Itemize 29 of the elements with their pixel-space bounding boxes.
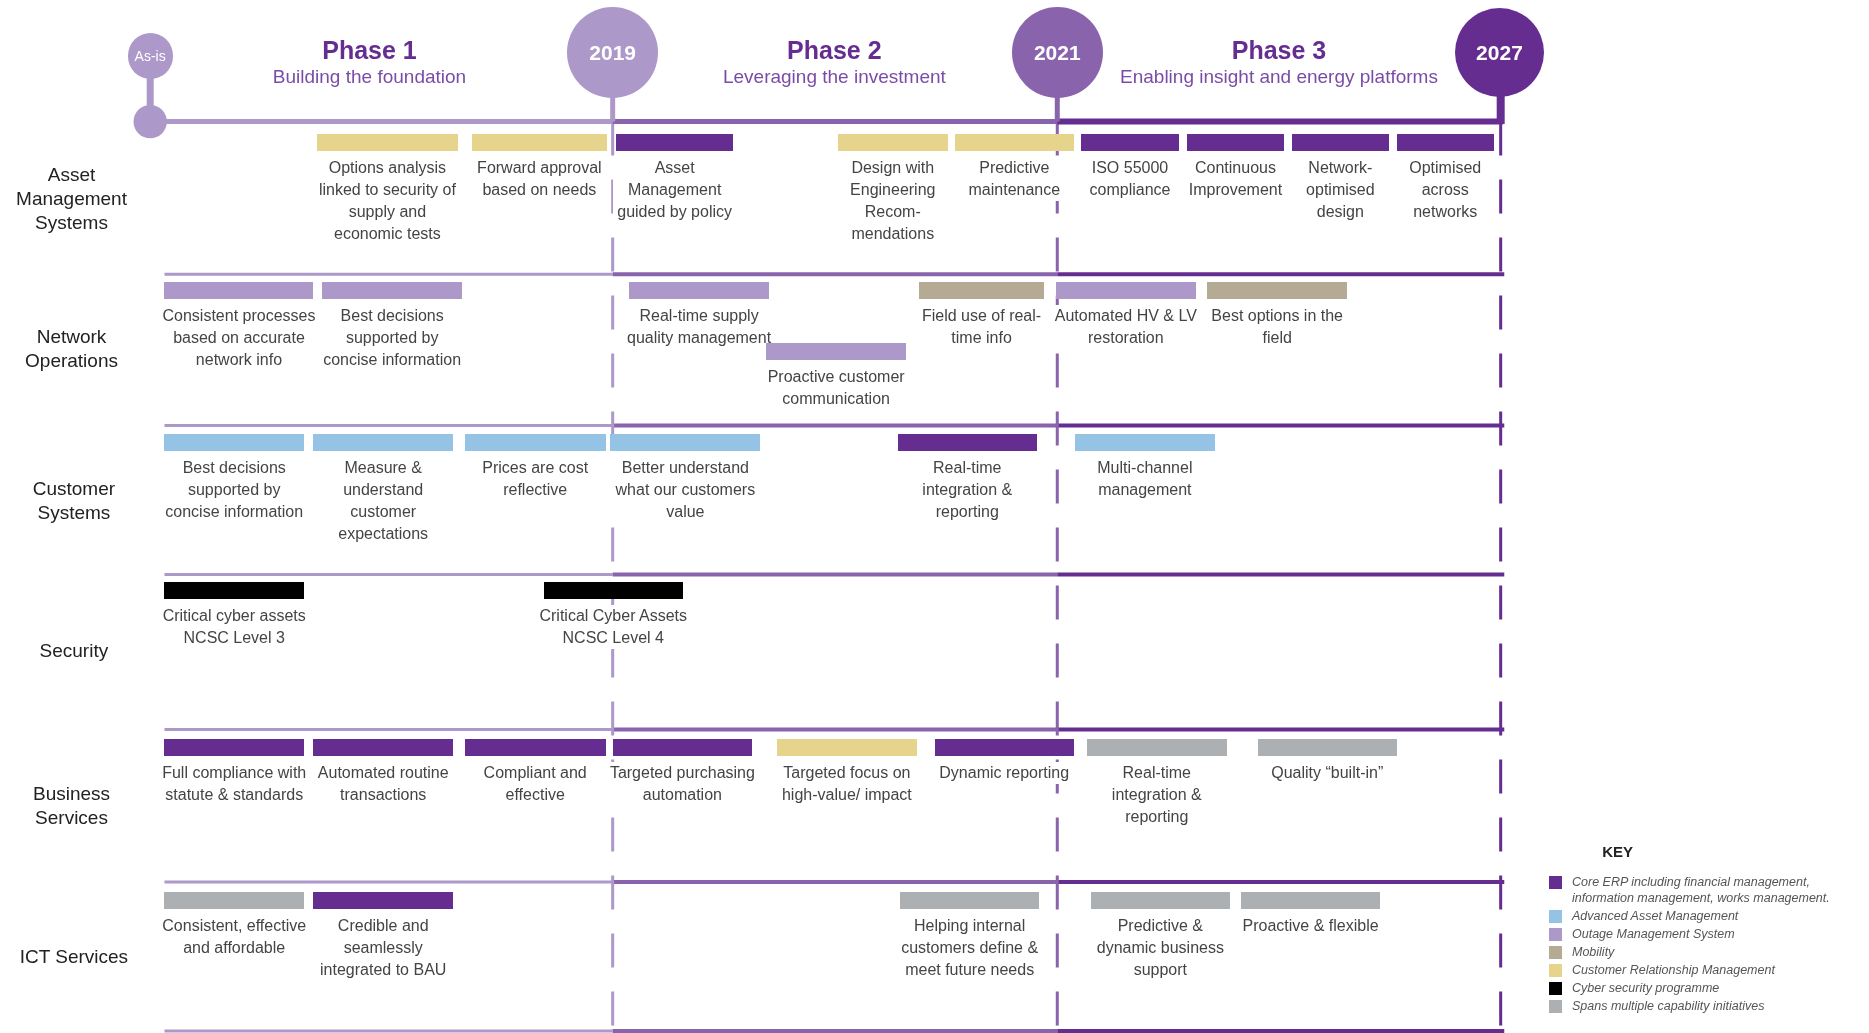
initiative-card xyxy=(310,433,456,545)
row-label: Business Services xyxy=(31,781,112,830)
legend-text: Mobility xyxy=(1572,944,1615,960)
row-label: ICT Services xyxy=(18,945,130,970)
phase-title: Phase 2 xyxy=(787,35,882,67)
initiative-card xyxy=(1084,739,1230,828)
legend-text: Advanced Asset Management xyxy=(1572,908,1739,924)
legend-text: Cyber security programme xyxy=(1572,980,1720,996)
initiative-text: Dynamic reporting xyxy=(939,762,1070,784)
legend-text: Spans multiple capability initiatives xyxy=(1572,998,1765,1014)
legend-text: Outage Management System xyxy=(1572,926,1735,942)
row-label: Customer Systems xyxy=(31,476,117,525)
row-label: Network Operations xyxy=(24,325,119,374)
initiative-card xyxy=(1289,133,1392,223)
legend-text: Customer Relationship Management xyxy=(1572,962,1775,978)
legend-text: Core ERP including financial management, information management, works management. xyxy=(1572,874,1831,906)
initiative-card xyxy=(1184,133,1287,201)
phase-title: Phase 3 xyxy=(1231,35,1327,67)
row-label: Security xyxy=(38,638,110,663)
key-title: KEY xyxy=(1602,841,1634,862)
initiative-card xyxy=(1078,133,1182,201)
initiative-card xyxy=(774,739,920,806)
phase-title: Phase 1 xyxy=(322,35,417,67)
initiative-card xyxy=(310,891,456,981)
phase-subtitle: Building the foundation xyxy=(272,65,467,90)
initiative-card xyxy=(1072,433,1218,501)
phase-subtitle: Leveraging the investment xyxy=(722,65,946,90)
phase-subtitle: Enabling insight and energy platforms xyxy=(1120,65,1438,90)
row-label: Asset Management Systems xyxy=(15,163,128,236)
